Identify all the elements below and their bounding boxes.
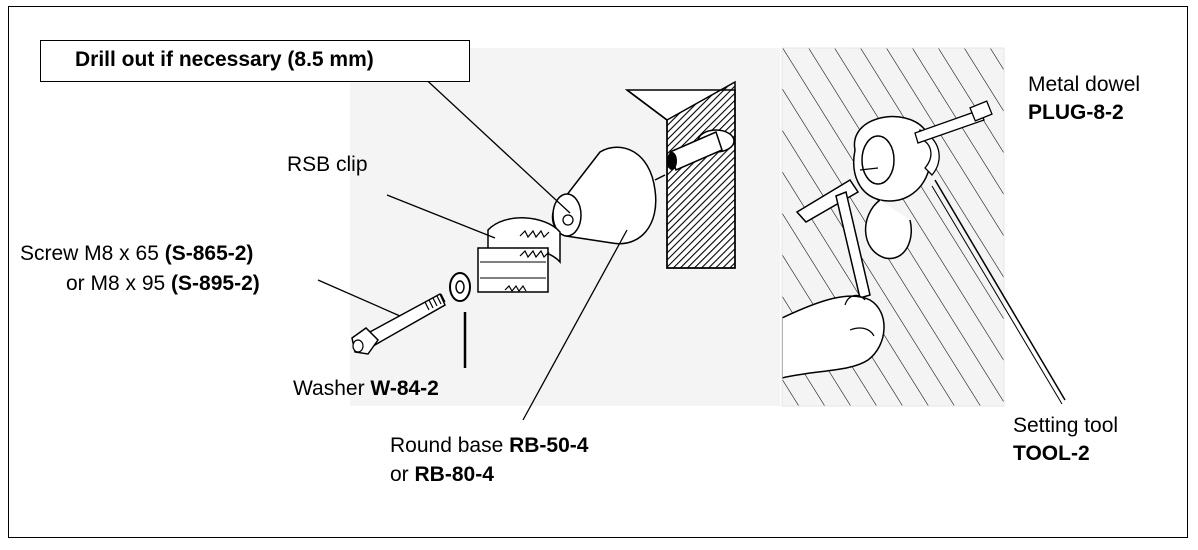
screw-label-line2: or M8 x 95 (S-895-2) bbox=[66, 271, 260, 297]
diagram-frame bbox=[8, 6, 1188, 538]
screw-size-65: Screw M8 x 65 bbox=[20, 242, 165, 265]
wall-block bbox=[624, 80, 736, 269]
screw-code-895: (S-895-2) bbox=[171, 272, 260, 295]
round-base-leader bbox=[522, 229, 628, 421]
metal-dowel-name: Metal dowel bbox=[1028, 73, 1141, 96]
setting-tool-code: TOOL-2 bbox=[1013, 442, 1090, 465]
screw-code-865: (S-865-2) bbox=[164, 242, 254, 265]
metal-dowel-code: PLUG-8-2 bbox=[1028, 101, 1124, 124]
washer-name: Washer bbox=[293, 377, 371, 400]
washer-code: W-84-2 bbox=[370, 377, 439, 400]
drill-callout-box: Drill out if necessary (8.5 mm) bbox=[40, 40, 470, 82]
screw-size-95: or M8 x 95 bbox=[66, 272, 172, 295]
screw-label-line1: Screw M8 x 65 (S-865-2) bbox=[20, 241, 253, 267]
round-base-cone bbox=[551, 146, 666, 245]
round-base-label-line2: or RB-80-4 bbox=[390, 462, 494, 488]
callout-leader bbox=[404, 59, 571, 214]
screw-leader bbox=[317, 279, 401, 317]
rsb-clip bbox=[477, 217, 561, 293]
washer bbox=[449, 272, 471, 302]
rsb-clip-leader bbox=[386, 194, 496, 239]
round-base-code-50: RB-50-4 bbox=[509, 434, 589, 457]
setting-tool-name: Setting tool bbox=[1013, 414, 1119, 437]
drill-callout-text: Drill out if necessary (8.5 mm) bbox=[75, 48, 374, 71]
setting-tool-leader bbox=[934, 179, 1066, 401]
round-base-or: or bbox=[390, 463, 415, 486]
screw bbox=[351, 292, 446, 355]
rsb-clip-label: RSB clip bbox=[287, 153, 368, 176]
round-base-label-line1: Round base RB-50-4 bbox=[390, 433, 588, 459]
round-base-code-80: RB-80-4 bbox=[414, 463, 494, 486]
setting-scene bbox=[782, 48, 1004, 406]
round-base-name: Round base bbox=[390, 434, 510, 457]
washer-label: Washer W-84-2 bbox=[293, 376, 439, 402]
